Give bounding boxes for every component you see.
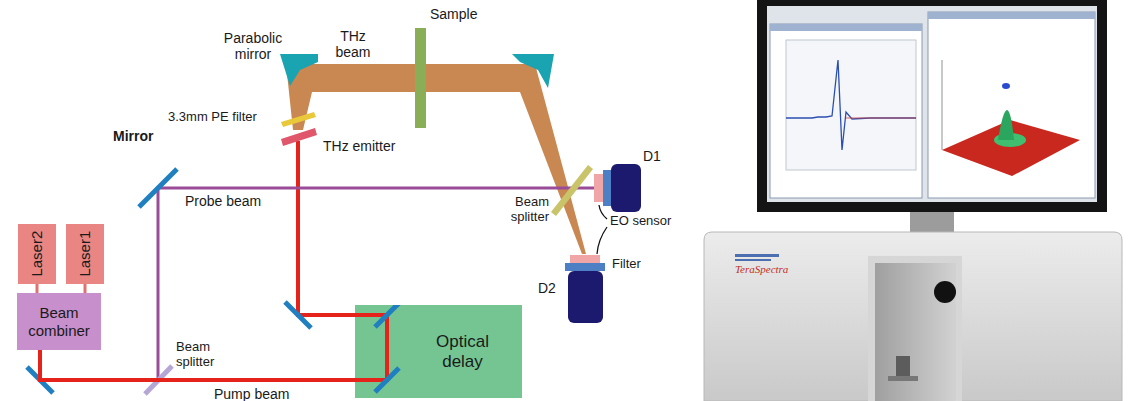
beam-connector [85, 284, 86, 293]
monitor-frame [757, 0, 1107, 212]
logo-mark [735, 254, 779, 257]
beam-connector [37, 284, 38, 293]
sample-holder [896, 356, 910, 378]
window-bar [928, 12, 1095, 19]
sample-chamber [868, 256, 962, 401]
waveform [786, 60, 916, 150]
filter-plate [603, 170, 611, 206]
window-bar [770, 24, 922, 31]
part-label: Filter [612, 257, 641, 272]
parabolic-mirror [512, 54, 554, 88]
mirror [139, 169, 177, 207]
software-window [770, 24, 922, 198]
pe-filter [281, 112, 316, 127]
beam-label: THz beam [330, 28, 376, 60]
detector-label: D1 [643, 148, 661, 164]
pump-beam [298, 141, 355, 315]
detector-label: D2 [538, 280, 556, 296]
combiner-box: Beam combiner [17, 293, 101, 350]
beam-label: Pump beam [214, 386, 289, 401]
delay-mirrors [355, 305, 522, 398]
part-label: THz emitter [323, 138, 395, 154]
node-text: Optical delay [418, 332, 508, 371]
mirror [375, 368, 399, 392]
part-label: Parabolic mirror [220, 30, 286, 62]
plot-area [786, 40, 916, 170]
mirror [285, 302, 311, 328]
mirror [375, 305, 399, 327]
node-text: Beam combiner [17, 304, 101, 339]
part-label: EO sensor [610, 214, 671, 229]
surface-peak [1002, 83, 1010, 89]
delay-box: Optical delay [355, 305, 522, 398]
laser-box: Laser2 [18, 224, 56, 284]
beam-line [36, 284, 39, 293]
brand-name: TeraSpectra [735, 263, 788, 276]
leader-line [599, 205, 607, 219]
filter-plate [565, 263, 605, 271]
beam-line [84, 284, 87, 293]
node-text: Laser2 [28, 231, 45, 277]
monitor-stand [910, 212, 954, 234]
logo-mark [735, 259, 771, 261]
software-window [928, 12, 1095, 198]
parabolic-mirror [280, 54, 318, 86]
surface-peak [998, 110, 1014, 140]
noise-trace [846, 118, 916, 119]
leader-line [597, 227, 607, 254]
instrument-housing [704, 232, 1122, 401]
sample-plate [415, 28, 426, 128]
plot-axis [942, 60, 943, 150]
detector [568, 271, 603, 323]
part-label: 3.3mm PE filter [168, 110, 257, 125]
sample-chamber [875, 263, 956, 401]
part-label: Mirror [113, 128, 153, 144]
sample-holder [888, 376, 918, 381]
beam-label: Probe beam [185, 193, 261, 209]
eo-sensor [570, 255, 600, 263]
beam-port [934, 281, 956, 303]
part-label: Beam splitter [493, 195, 549, 225]
beam-splitter [551, 165, 593, 216]
laser-box: Laser1 [66, 224, 104, 284]
thz-emitter [281, 128, 317, 146]
node-text: Laser1 [76, 231, 93, 277]
detector [611, 164, 641, 212]
part-label: Sample [430, 6, 477, 22]
thz-beam [286, 64, 586, 254]
part-label: Beam splitter [176, 340, 234, 370]
monitor-screen [767, 6, 1097, 202]
eo-sensor [594, 174, 603, 202]
pump-beam [355, 315, 387, 380]
